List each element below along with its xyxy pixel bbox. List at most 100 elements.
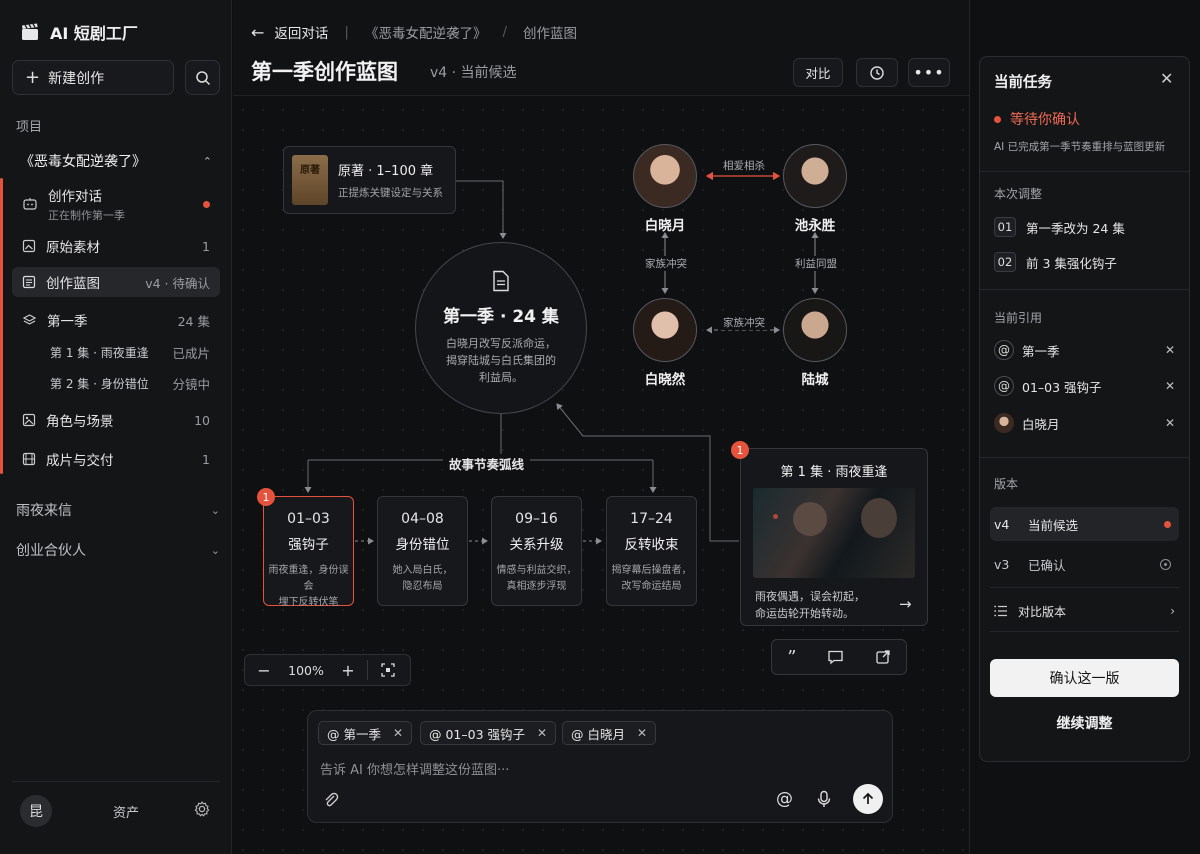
open-external-icon[interactable] (875, 649, 891, 665)
compare-versions-link[interactable]: 对比版本 › (990, 597, 1179, 625)
reference-chip[interactable]: @ 第一季✕ (318, 721, 413, 745)
film-icon (22, 452, 36, 466)
relation-label: 相爱相杀 (719, 158, 769, 173)
mention-icon: @ (994, 376, 1014, 396)
comment-icon[interactable] (827, 649, 844, 665)
prompt-input[interactable]: 告诉 AI 你想怎样调整这份蓝图··· (320, 763, 510, 778)
stage-card[interactable]: 01–03 强钩子 雨夜重逢，身份误会埋下反转伏笔 (263, 496, 354, 608)
history-button[interactable] (856, 58, 898, 87)
more-button[interactable]: ••• (908, 58, 950, 87)
projects-label: 项目 (16, 120, 43, 135)
radio-icon[interactable] (1160, 558, 1171, 570)
close-icon[interactable]: ✕ (1160, 69, 1174, 88)
blueprint-canvas: ← 返回对话 | 《恶毒女配逆袭了》 / 创作蓝图 第一季创作蓝图 v4 · 当… (233, 0, 969, 854)
fit-screen-icon[interactable] (368, 662, 408, 678)
character-name: 白晓月 (644, 218, 686, 234)
close-icon[interactable]: ✕ (636, 726, 648, 740)
stage-range: 01–03 (287, 511, 330, 527)
stage-desc-line: 情感与利益交织， (496, 565, 577, 576)
sidebar-item-label: 第一季 (47, 314, 88, 330)
sidebar-item-blueprint[interactable]: 创作蓝图 v4 · 待确认 (12, 267, 220, 297)
episode-actions: ” (771, 639, 907, 675)
stage-desc-line: 真相逐步浮现 (506, 581, 567, 592)
sidebar-item-chat[interactable]: 创作对话 正在制作第一季 (12, 184, 220, 224)
version-number: v3 (994, 556, 1010, 572)
character-name: 池永胜 (794, 218, 836, 234)
character-chi-yongsheng[interactable]: 池永胜 (783, 144, 847, 234)
microphone-icon[interactable] (816, 790, 832, 808)
confirm-version-button[interactable]: 确认这一版 (990, 659, 1179, 697)
adjust-label: 本次调整 (994, 187, 1043, 201)
sidebar-footer-divider (12, 781, 220, 782)
back-to-chat-link[interactable]: 返回对话 (274, 26, 329, 42)
sidebar-item-count: 10 (194, 412, 210, 428)
stage-desc: 雨夜重逢，身份误会埋下反转伏笔 (264, 563, 353, 611)
arrow-right-icon[interactable]: → (899, 595, 912, 613)
close-icon[interactable]: ✕ (1164, 343, 1175, 357)
reference-item[interactable]: @ 第一季 ✕ (990, 336, 1179, 364)
character-bai-xiaoyue[interactable]: 白晓月 (633, 144, 697, 234)
arrow-up-icon (862, 792, 874, 804)
sidebar-item-count: 24 集 (177, 313, 210, 329)
sidebar-item-delivery[interactable]: 成片与交付 1 (12, 445, 220, 473)
project-partner[interactable]: 创业合伙人 ⌄ (16, 540, 220, 560)
episode-title: 第 1 集 · 雨夜重逢 (780, 465, 888, 480)
breadcrumb-project[interactable]: 《恶毒女配逆袭了》 (364, 26, 487, 42)
quote-icon[interactable]: ” (787, 646, 797, 668)
reference-chip[interactable]: @ 白晓月✕ (562, 721, 657, 745)
sidebar-item-season[interactable]: 第一季 24 集 (12, 306, 220, 334)
episode-badge: 1 (731, 441, 749, 459)
project-header[interactable]: 《恶毒女配逆袭了》 ⌃ (12, 148, 220, 174)
back-arrow-icon[interactable]: ← (251, 22, 265, 42)
sidebar-item-episode-1[interactable]: 第 1 集 · 雨夜重逢 已成片 (12, 340, 220, 364)
adjustment-num: 02 (994, 252, 1016, 272)
version-number: v4 (994, 516, 1010, 532)
reference-chip[interactable]: @ 01–03 强钩子✕ (420, 721, 557, 745)
episode-card[interactable]: 第 1 集 · 雨夜重逢 雨夜偶遇，误会初起， 命运齿轮开始转动。 → (740, 448, 928, 626)
reference-item[interactable]: 白晓月 ✕ (990, 409, 1179, 437)
assets-link[interactable]: 资产 (113, 806, 140, 821)
send-button[interactable] (853, 784, 883, 814)
stage-card[interactable]: 04–08 身份错位 她入局白氏，隐忍布局 (377, 496, 468, 606)
chat-bot-icon (23, 198, 37, 210)
sidebar-item-episode-2[interactable]: 第 2 集 · 身份错位 分镜中 (12, 371, 220, 395)
breadcrumb: ← 返回对话 | 《恶毒女配逆袭了》 / 创作蓝图 (251, 22, 577, 43)
close-icon[interactable]: ✕ (1164, 416, 1175, 430)
character-lu-cheng[interactable]: 陆城 (783, 298, 847, 388)
reference-item[interactable]: @ 01–03 强钩子 ✕ (990, 372, 1179, 400)
sidebar-item-sub: 正在制作第一季 (48, 209, 125, 222)
sidebar-item-materials[interactable]: 原始素材 1 (12, 232, 220, 260)
stage-title: 身份错位 (395, 537, 450, 553)
character-portrait (633, 144, 697, 208)
version-item-v4[interactable]: v4 当前候选 (990, 507, 1179, 541)
zoom-in-button[interactable]: + (341, 660, 355, 680)
season-node[interactable]: 第一季 · 24 集 白晓月改写反派命运， 揭穿陆城与白氏集团的 利益局。 (415, 242, 587, 414)
stage-card[interactable]: 17–24 反转收束 揭穿幕后操盘者，改写命运结局 (606, 496, 697, 606)
history-icon (870, 65, 884, 80)
season-desc-line: 利益局。 (479, 371, 523, 384)
character-portrait (783, 298, 847, 362)
close-icon[interactable]: ✕ (537, 726, 548, 740)
panel-title: 当前任务 (994, 75, 1052, 91)
close-icon[interactable]: ✕ (392, 726, 404, 740)
zoom-out-button[interactable]: − (257, 660, 271, 680)
current-version-dot (1164, 520, 1171, 528)
sidebar-item-characters[interactable]: 角色与场景 10 (12, 406, 220, 434)
settings-button[interactable] (193, 800, 211, 822)
close-icon[interactable]: ✕ (1164, 379, 1175, 393)
continue-adjust-button[interactable]: 继续调整 (1056, 716, 1113, 732)
new-creation-button[interactable]: + 新建创作 (12, 60, 174, 95)
project-rainy-letter[interactable]: 雨夜来信 ⌄ (16, 500, 220, 520)
compare-button[interactable]: 对比 (793, 58, 843, 87)
source-card[interactable]: 原著 原著 · 1–100 章 正提炼关键设定与关系 (283, 146, 456, 214)
stage-card[interactable]: 09–16 关系升级 情感与利益交织，真相逐步浮现 (491, 496, 582, 606)
character-bai-xiaoran[interactable]: 白晓然 (633, 298, 697, 388)
attach-icon[interactable] (322, 791, 340, 809)
mention-icon[interactable]: @ (776, 789, 793, 809)
breadcrumb-separator: / (502, 24, 508, 40)
search-button[interactable] (185, 60, 220, 95)
stage-desc-line: 改写命运结局 (621, 581, 682, 592)
version-item-v3[interactable]: v3 已确认 (990, 549, 1179, 579)
user-avatar[interactable]: 昆 (20, 795, 52, 827)
stage-title: 关系升级 (509, 537, 564, 553)
